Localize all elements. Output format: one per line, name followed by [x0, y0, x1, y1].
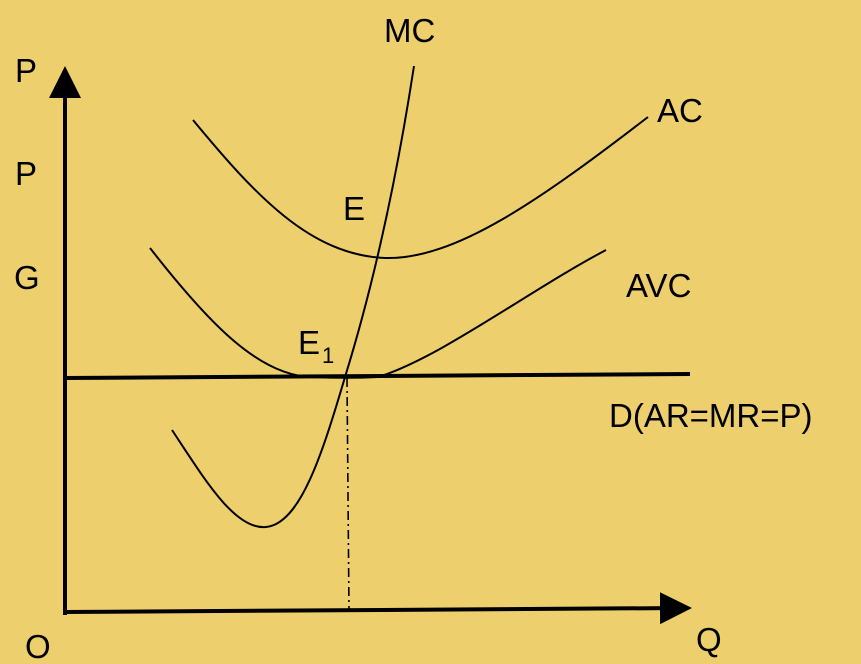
quantity-axis — [62, 592, 692, 625]
mc-label: MC — [384, 12, 435, 49]
price-axis-label: P — [15, 52, 37, 89]
mc-curve — [171, 65, 415, 529]
price-level-label-g: G — [14, 259, 40, 296]
price-level-label-p: P — [15, 155, 37, 192]
e1-guide-line — [346, 377, 350, 613]
ac-label: AC — [657, 92, 703, 129]
ac-curve — [192, 116, 649, 260]
origin-label: O — [25, 628, 51, 664]
quantity-axis-label: Q — [696, 621, 722, 658]
demand-line — [64, 372, 691, 380]
equilibrium-e1-subscript: 1 — [322, 343, 334, 368]
equilibrium-e1-base: E — [298, 324, 320, 361]
equilibrium-e-label: E — [343, 190, 365, 227]
equilibrium-e1-label: E1 — [298, 324, 334, 368]
avc-label: AVC — [626, 267, 691, 304]
demand-label: D(AR=MR=P) — [609, 397, 813, 434]
